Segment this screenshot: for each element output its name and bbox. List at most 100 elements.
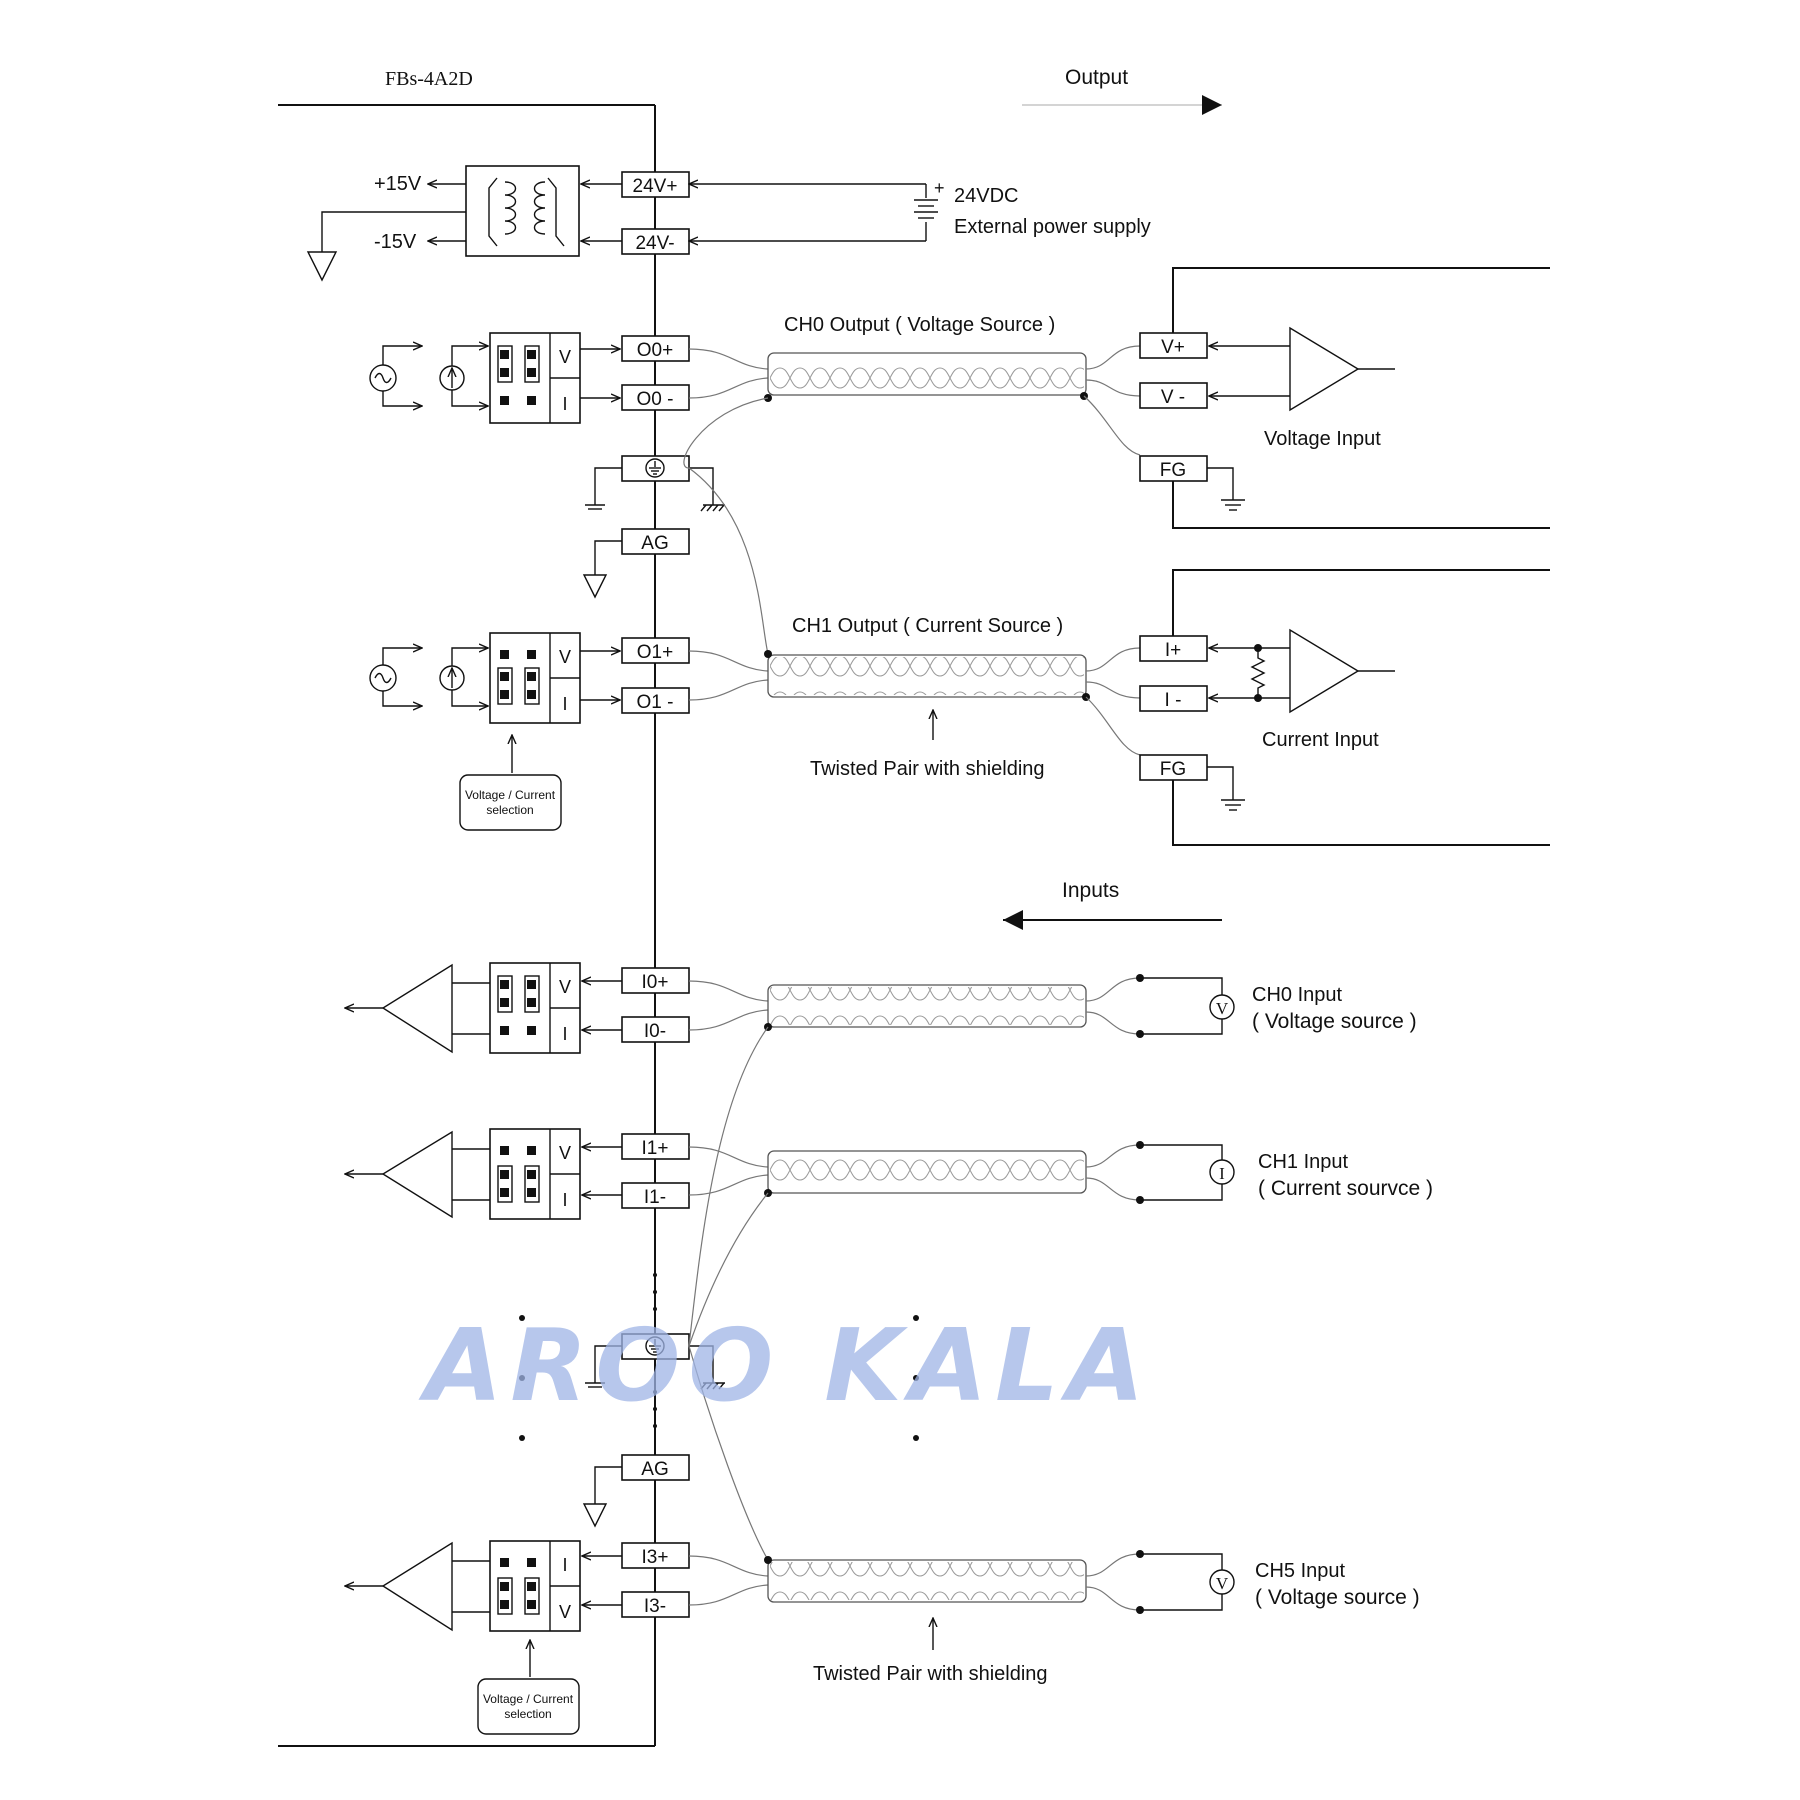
battery-icon	[914, 199, 938, 219]
ground-icon	[1221, 499, 1245, 511]
jumper-label: V	[559, 347, 571, 367]
field-terminal-fg-label: FG	[1160, 460, 1186, 481]
terminal-o1-pos-label: O1+	[637, 642, 673, 663]
input-ch0-title: CH0 Input	[1252, 984, 1342, 1006]
terminal-o0-pos-label: O0+	[637, 340, 673, 361]
field-terminal-v-neg-label: V -	[1161, 387, 1185, 408]
jumper-label: I	[562, 1024, 567, 1044]
terminal-i1-neg-label: I1-	[644, 1187, 666, 1208]
terminal-o0-neg	[621, 384, 690, 411]
jumper-cap	[497, 667, 513, 705]
input-ch5: I V I3+ I3- Voltage / Current selection …	[345, 1540, 1420, 1735]
receiver-label: Current Input	[1262, 729, 1379, 751]
voltage-amplifier-icon	[1289, 326, 1360, 412]
field-terminal-v-pos-label: V+	[1161, 337, 1185, 358]
module-name: FBs-4A2D	[385, 68, 473, 90]
resistor-icon	[1250, 648, 1266, 698]
input-ch5-title: CH5 Input	[1255, 1560, 1345, 1582]
terminal-i1-neg	[621, 1182, 690, 1209]
terminal-ag-label: AG	[641, 1459, 668, 1480]
cable-label: Twisted Pair with shielding	[810, 758, 1045, 780]
ground-section-2: AG	[582, 1026, 769, 1561]
field-terminal-i-pos	[1139, 635, 1208, 662]
selection-note-line: Voltage / Current	[465, 788, 556, 802]
field-terminal-v-neg	[1139, 382, 1208, 409]
jumper-cap	[497, 1577, 513, 1615]
supply-desc-label: External power supply	[954, 216, 1151, 238]
field-terminal-fg-label: FG	[1160, 759, 1186, 780]
terminal-i3-pos	[621, 1542, 690, 1569]
supply-voltage-label: 24VDC	[954, 185, 1018, 207]
jumper-cap	[497, 1165, 513, 1203]
jumper-cap	[497, 345, 513, 383]
jumper-cap	[497, 975, 513, 1013]
jumper-label: I	[562, 1190, 567, 1210]
input-ch0: V I I0+ I0- V CH0 Input ( Voltage source…	[345, 962, 1417, 1054]
terminal-24v-pos	[621, 171, 690, 198]
jumper-label: V	[559, 977, 571, 997]
voltage-source-icon	[1209, 1569, 1235, 1595]
watermark: AROO KALA	[418, 1307, 1152, 1424]
supply-plus-sign: +	[934, 178, 945, 198]
source-symbol: V	[1216, 999, 1229, 1018]
ground-section-1: AG	[582, 397, 769, 655]
terminal-i3-pos-label: I3+	[642, 1547, 669, 1568]
terminal-i3-neg	[621, 1591, 690, 1618]
selection-note-line: selection	[504, 1707, 551, 1721]
output-direction-label: Output	[1065, 66, 1128, 89]
transformer-icon	[488, 177, 565, 247]
terminal-i0-neg	[621, 1016, 690, 1043]
jumper-label: V	[559, 647, 571, 667]
selection-note	[459, 774, 562, 831]
ground-icon	[582, 574, 608, 599]
terminal-i3-neg-label: I3-	[644, 1596, 666, 1617]
terminal-o0-neg-label: O0 -	[637, 389, 674, 410]
source-symbol: V	[1216, 1574, 1229, 1593]
terminal-i0-pos-label: I0+	[642, 972, 669, 993]
terminal-i1-pos-label: I1+	[642, 1138, 669, 1159]
ground-icon	[1221, 799, 1245, 811]
selection-note	[477, 1678, 580, 1735]
output-ch1: V I O1+ O1 - Voltage / Current selection…	[369, 569, 1550, 846]
jumper-cap	[524, 1577, 540, 1615]
inputs-direction-label: Inputs	[1062, 879, 1119, 902]
terminal-ag	[621, 1454, 690, 1481]
input-ch1-subtitle: ( Current sourvce )	[1258, 1177, 1433, 1200]
field-terminal-i-neg	[1139, 685, 1208, 712]
input-ch5-subtitle: ( Voltage source )	[1255, 1586, 1420, 1609]
terminal-o0-pos	[621, 335, 690, 362]
current-source-icon	[1209, 1159, 1235, 1185]
jumper-label: I	[562, 394, 567, 414]
input-ch1-title: CH1 Input	[1258, 1151, 1348, 1173]
jumper-cap	[524, 345, 540, 383]
output-ch1-title: CH1 Output ( Current Source )	[792, 615, 1063, 637]
input-amplifier-icon	[381, 1130, 453, 1219]
power-section: +15V -15V 24V+ 24V- + 24VDC External pow…	[306, 165, 1151, 282]
input-ch0-subtitle: ( Voltage source )	[1252, 1010, 1417, 1033]
jumper-cap	[524, 667, 540, 705]
input-amplifier-icon	[381, 963, 453, 1054]
jumper-cap	[524, 975, 540, 1013]
voltage-source-icon	[1209, 994, 1235, 1020]
terminal-o1-neg-label: O1 -	[637, 692, 674, 713]
jumper-label: V	[559, 1143, 571, 1163]
selection-note-line: selection	[486, 803, 533, 817]
selection-note-line: Voltage / Current	[483, 1692, 574, 1706]
current-amplifier-icon	[1289, 628, 1360, 714]
terminal-o1-neg	[621, 687, 690, 714]
terminal-24v-neg-label: 24V-	[635, 233, 674, 254]
jumper-label: I	[562, 1555, 567, 1575]
output-ch0: V I O0+ O0 - CH0 Output ( Voltage Source…	[369, 267, 1550, 529]
neg-rail-label: -15V	[374, 231, 417, 253]
earth-icon	[645, 458, 665, 478]
jumper-label: V	[559, 1602, 571, 1622]
field-terminal-i-neg-label: I -	[1165, 690, 1182, 711]
earth-icon	[645, 1336, 665, 1356]
terminal-24v-pos-label: 24V+	[633, 176, 678, 197]
terminal-ag-label: AG	[641, 533, 668, 554]
cable-label: Twisted Pair with shielding	[813, 1663, 1048, 1685]
input-amplifier-icon	[381, 1541, 453, 1632]
input-ch1: V I I1+ I1- I CH1 Input ( Current sourvc…	[345, 1128, 1433, 1220]
jumper-cap	[524, 1165, 540, 1203]
